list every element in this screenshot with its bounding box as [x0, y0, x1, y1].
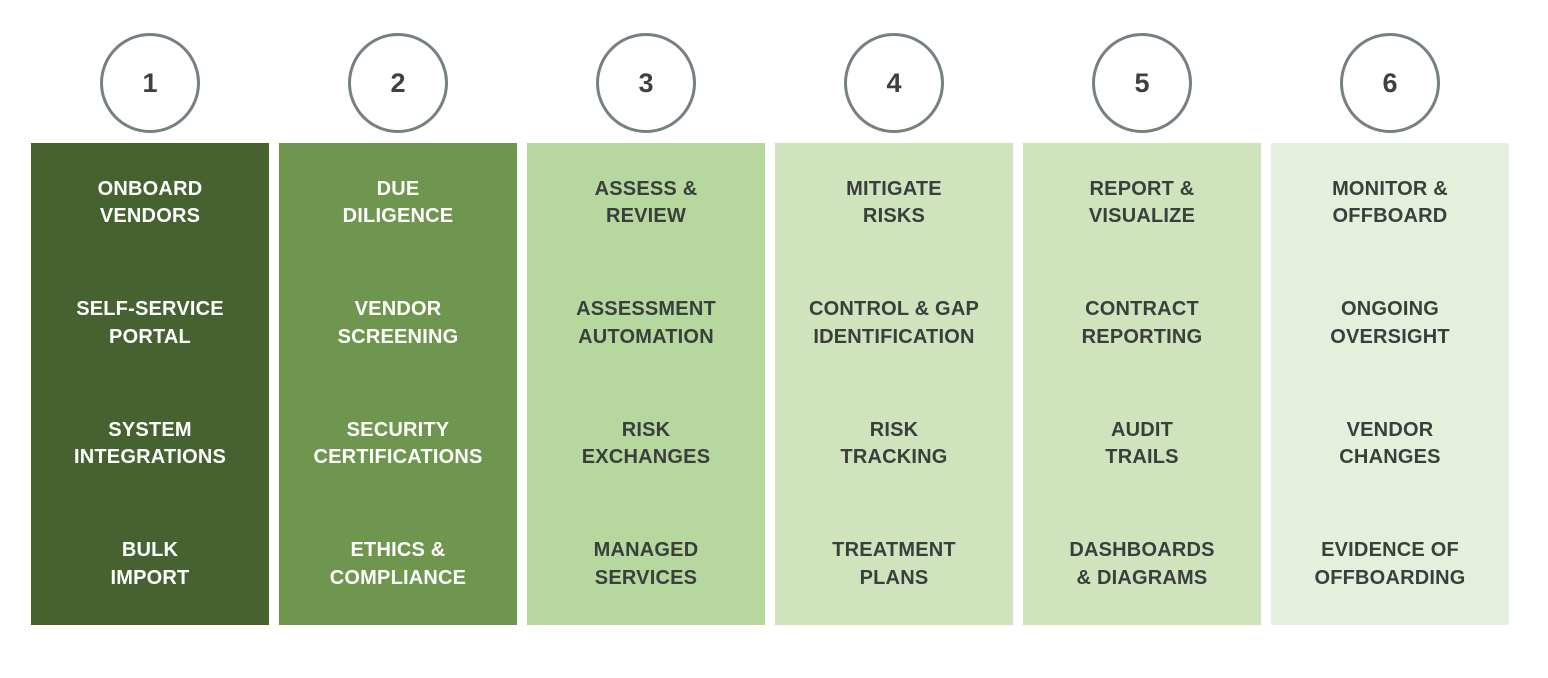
phase-item: DASHBOARDS & DIAGRAMS: [1069, 539, 1215, 589]
phase-item: RISK TRACKING: [840, 418, 948, 469]
phase-item: TREATMENT PLANS: [832, 539, 956, 589]
phase-title: ASSESS & REVIEW: [594, 177, 698, 228]
step-circle-slot: 6: [1271, 33, 1509, 133]
phase-item: EVIDENCE OF OFFBOARDING: [1314, 539, 1466, 589]
phase-item: RISK EXCHANGES: [581, 418, 711, 469]
phase-column-assess-review: ASSESS & REVIEW ASSESSMENT AUTOMATION RI…: [527, 143, 765, 625]
phase-title: MONITOR & OFFBOARD: [1332, 177, 1448, 228]
step-circle-slot: 2: [279, 33, 517, 133]
step-number-circle-4: 4: [844, 33, 944, 133]
phase-item: SYSTEM INTEGRATIONS: [73, 418, 227, 469]
step-number-circle-5: 5: [1092, 33, 1192, 133]
phase-title: ONBOARD VENDORS: [97, 177, 203, 228]
phase-title: REPORT & VISUALIZE: [1088, 177, 1196, 228]
phase-item: AUDIT TRAILS: [1105, 418, 1179, 469]
step-number-circle-6: 6: [1340, 33, 1440, 133]
phase-item: CONTRACT REPORTING: [1081, 298, 1203, 348]
phase-item: BULK IMPORT: [110, 539, 190, 589]
step-number-circle-2: 2: [348, 33, 448, 133]
diagram-board: 1 2 3 4 5 6 ONBOARD VENDORS SELF-SERVICE…: [31, 33, 1509, 625]
phase-column-report-visualize: REPORT & VISUALIZE CONTRACT REPORTING AU…: [1023, 143, 1261, 625]
step-number-circle-1: 1: [100, 33, 200, 133]
step-circle-slot: 1: [31, 33, 269, 133]
phase-columns-row: ONBOARD VENDORS SELF-SERVICE PORTAL SYST…: [31, 143, 1509, 625]
step-number-circle-3: 3: [596, 33, 696, 133]
phase-item: VENDOR SCREENING: [337, 298, 459, 348]
phase-column-onboard-vendors: ONBOARD VENDORS SELF-SERVICE PORTAL SYST…: [31, 143, 269, 625]
step-circle-slot: 3: [527, 33, 765, 133]
phase-item: ASSESSMENT AUTOMATION: [576, 298, 716, 348]
phase-title: DUE DILIGENCE: [342, 177, 454, 228]
phase-item: MANAGED SERVICES: [593, 539, 699, 589]
phase-column-monitor-offboard: MONITOR & OFFBOARD ONGOING OVERSIGHT VEN…: [1271, 143, 1509, 625]
phase-item: CONTROL & GAP IDENTIFICATION: [808, 298, 979, 348]
step-circle-slot: 5: [1023, 33, 1261, 133]
phase-column-due-diligence: DUE DILIGENCE VENDOR SCREENING SECURITY …: [279, 143, 517, 625]
step-circle-slot: 4: [775, 33, 1013, 133]
phase-item: ETHICS & COMPLIANCE: [329, 539, 467, 589]
phase-item: ONGOING OVERSIGHT: [1330, 298, 1450, 348]
phase-item: SECURITY CERTIFICATIONS: [313, 418, 483, 469]
phase-title: MITIGATE RISKS: [846, 177, 942, 228]
phase-column-mitigate-risks: MITIGATE RISKS CONTROL & GAP IDENTIFICAT…: [775, 143, 1013, 625]
phase-item: SELF-SERVICE PORTAL: [76, 298, 224, 348]
phase-item: VENDOR CHANGES: [1339, 418, 1441, 469]
step-circles-row: 1 2 3 4 5 6: [31, 33, 1509, 133]
